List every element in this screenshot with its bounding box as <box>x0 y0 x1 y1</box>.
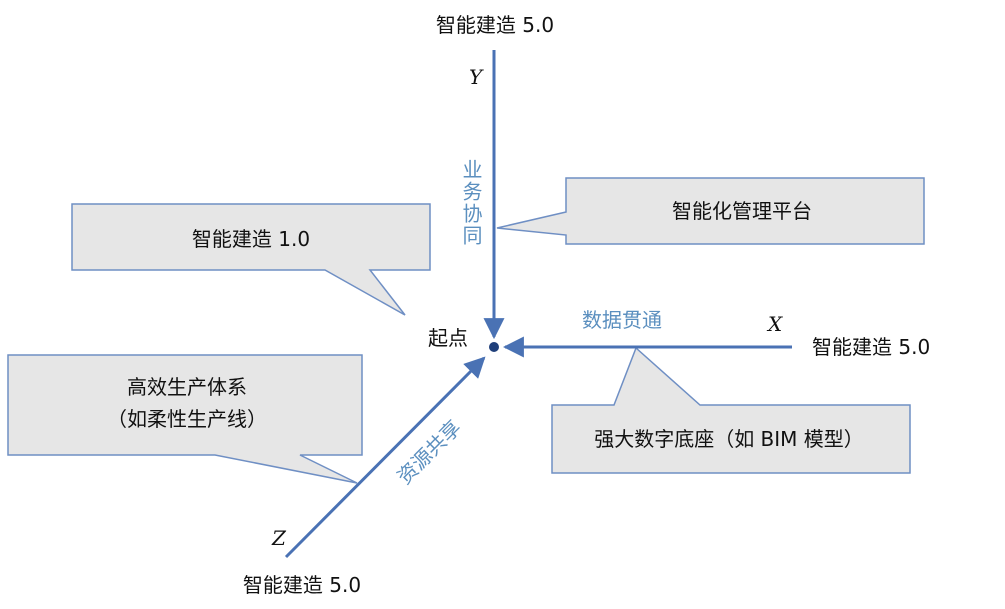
z-axis-line <box>284 356 486 559</box>
callout-smart-mgmt-platform-text: 智能化管理平台 <box>672 199 812 223</box>
callout-digital-base-text: 强大数字底座（如 BIM 模型） <box>594 427 864 451</box>
y-axis-end-label: 智能建造 5.0 <box>436 13 554 37</box>
x-axis-end-label: 智能建造 5.0 <box>812 335 930 359</box>
callout-production-system: 高效生产体系 （如柔性生产线） <box>7 354 363 484</box>
callout-smart-mgmt-platform: 智能化管理平台 <box>496 177 925 245</box>
origin-dot <box>489 342 499 352</box>
origin-label: 起点 <box>428 326 468 350</box>
callout-production-system-line1: 高效生产体系 <box>127 375 247 399</box>
callout-smart-build-1: 智能建造 1.0 <box>71 203 431 316</box>
x-axis-letter: X <box>766 312 783 336</box>
z-axis-letter: Z <box>271 526 287 550</box>
x-flow-label: 数据贯通 <box>582 308 662 332</box>
callout-production-system-line2: （如柔性生产线） <box>107 407 267 431</box>
y-axis-letter: Y <box>469 65 484 89</box>
callout-smart-build-1-text: 智能建造 1.0 <box>192 227 310 251</box>
callout-digital-base: 强大数字底座（如 BIM 模型） <box>551 346 911 474</box>
z-flow-label: 资源共享 <box>392 415 466 489</box>
z-axis-end-label: 智能建造 5.0 <box>243 573 361 597</box>
y-flow-label: 业务协同 <box>459 159 483 247</box>
